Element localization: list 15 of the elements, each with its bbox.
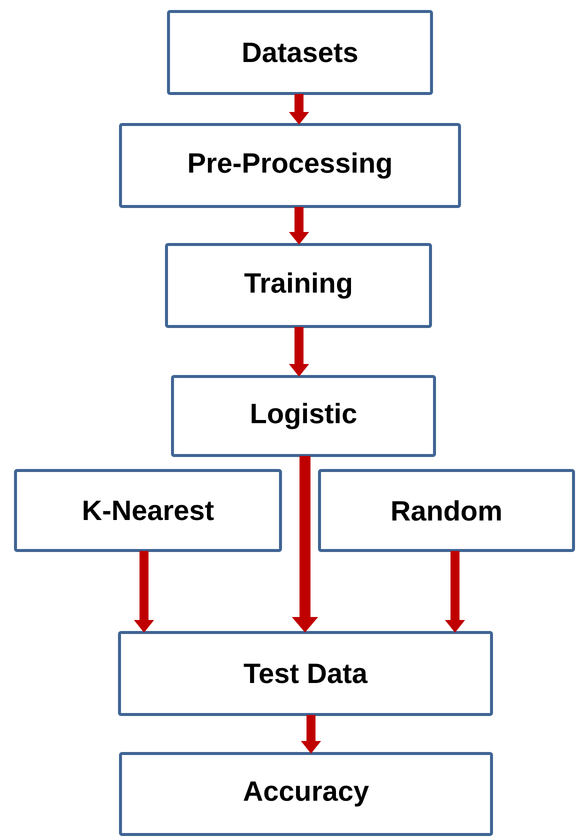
arrow: [288, 327, 310, 377]
process-box: Random: [318, 469, 575, 552]
process-box: Logistic: [171, 375, 436, 457]
process-box: Test Data: [118, 631, 493, 716]
process-box: Training: [165, 243, 432, 328]
arrow: [444, 551, 466, 633]
arrow: [292, 456, 318, 633]
process-box: Datasets: [167, 10, 433, 95]
process-box: K-Nearest: [14, 469, 282, 552]
process-box: Pre-Processing: [119, 123, 461, 208]
arrow: [288, 94, 310, 125]
process-box: Accuracy: [119, 752, 493, 836]
arrow: [134, 551, 154, 633]
arrow: [300, 715, 322, 754]
arrow: [288, 207, 310, 245]
